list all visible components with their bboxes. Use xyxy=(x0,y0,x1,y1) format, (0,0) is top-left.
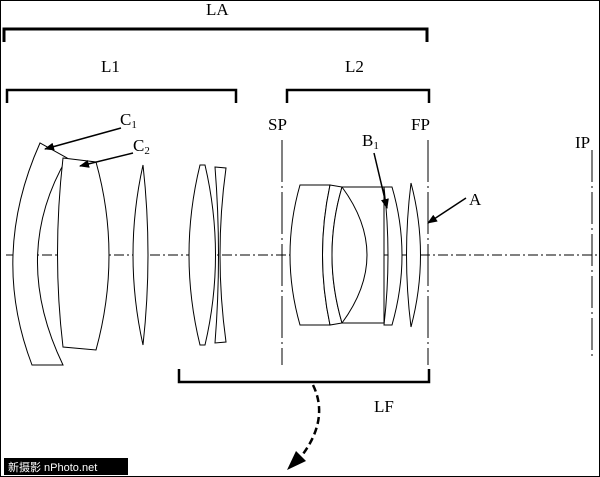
lens-b1-element xyxy=(383,186,403,326)
motion-arrow xyxy=(299,384,321,459)
bracket-l1 xyxy=(5,88,238,103)
lens-c2-element xyxy=(57,157,110,351)
lens-element-4 xyxy=(188,164,216,346)
label-ip: IP xyxy=(575,133,590,152)
label-la: LA xyxy=(206,0,229,19)
lens-element-8 xyxy=(331,186,385,324)
label-c1: C1 xyxy=(120,110,137,131)
motion-arrowhead xyxy=(287,451,306,470)
bracket-la xyxy=(2,27,429,42)
label-fp: FP xyxy=(411,115,430,134)
label-l2: L2 xyxy=(345,57,364,76)
lens-a-element xyxy=(406,182,421,328)
arrow-a xyxy=(427,197,467,224)
watermark-text: 新摄影 nPhoto.net xyxy=(8,460,97,474)
arrow-b1 xyxy=(373,152,389,209)
label-a: A xyxy=(469,190,482,209)
lens-c1-meniscus xyxy=(12,142,68,366)
label-c2: C2 xyxy=(133,136,150,157)
arrow-c1 xyxy=(44,127,122,151)
bracket-lf xyxy=(177,369,431,384)
lens-element-5 xyxy=(214,166,227,344)
label-lf: LF xyxy=(374,397,394,416)
label-b1: B1 xyxy=(362,131,379,152)
doublet-interface xyxy=(341,186,368,324)
label-sp: SP xyxy=(268,115,287,134)
label-l1: L1 xyxy=(101,57,120,76)
bracket-l2 xyxy=(285,88,431,103)
lens-element-3 xyxy=(132,164,149,346)
watermark-bg xyxy=(4,458,128,475)
arrow-c2 xyxy=(79,152,134,168)
